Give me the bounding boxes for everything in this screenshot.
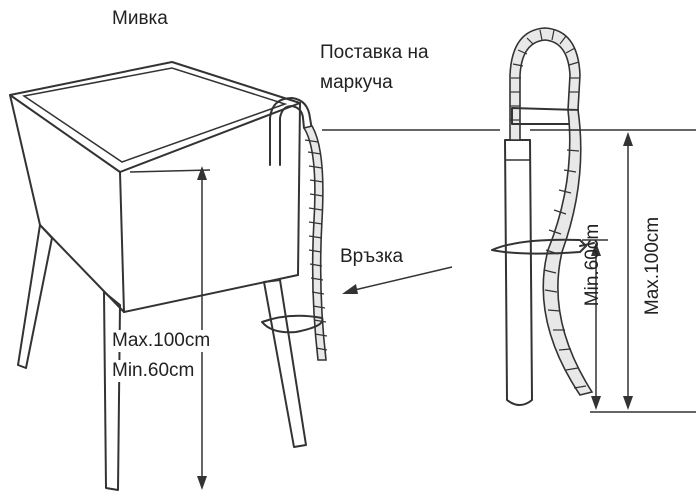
sink-illustration [9, 61, 328, 491]
tie-strap-right [491, 238, 587, 255]
drain-hose-left [302, 125, 327, 361]
max-height-label-left: Max.100cm [112, 330, 211, 352]
right-dimensions [530, 129, 696, 413]
sink-leg [103, 291, 121, 491]
tie-strap-left [261, 314, 324, 334]
standpipe-illustration [491, 27, 595, 406]
tie-label: Връзка [340, 246, 404, 267]
sink-inner-rim [22, 67, 288, 163]
standpipe [504, 139, 533, 406]
sink-label: Мивка [112, 8, 168, 29]
hose-guide-hook [269, 97, 313, 166]
sink-rim [9, 61, 301, 173]
hose-stand-label-line2: маркуча [320, 72, 393, 93]
min-height-label-right: Min.60cm [582, 223, 603, 307]
tie-pointer [345, 266, 453, 293]
sink-leg [263, 279, 307, 448]
min-height-label-left: Min.60cm [112, 360, 195, 382]
sink-leg [17, 224, 53, 369]
drain-hose-right [542, 109, 594, 396]
hose-stand-label-line1: Поставка на [320, 42, 429, 63]
max-height-label-right: Max.100cm [642, 216, 663, 316]
